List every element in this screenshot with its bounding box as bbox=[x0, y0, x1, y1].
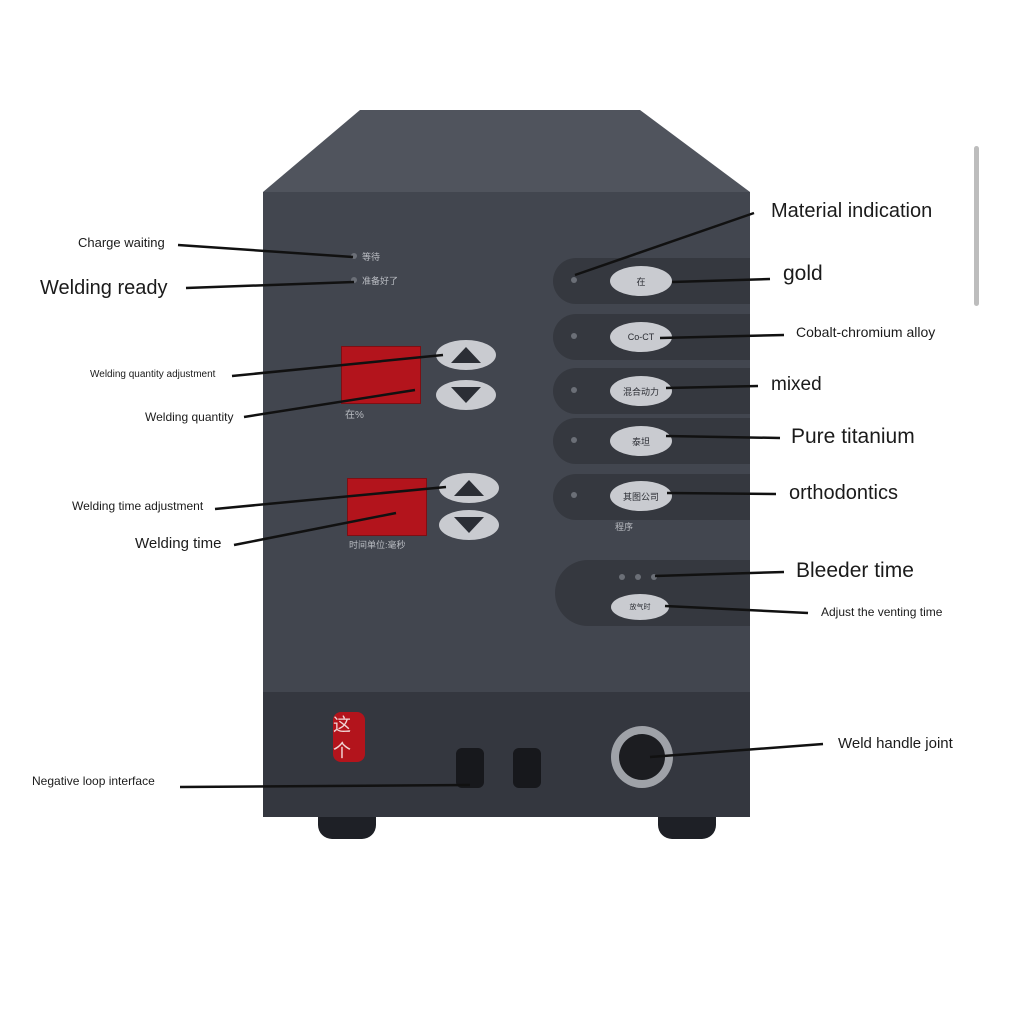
label-welding-ready: Welding ready bbox=[40, 277, 168, 299]
triangle-down-icon bbox=[451, 387, 481, 403]
label-cobalt-chromium: Cobalt-chromium alloy bbox=[796, 324, 936, 340]
bleeder-led-2 bbox=[635, 574, 641, 580]
label-orthodontics: orthodontics bbox=[789, 482, 898, 504]
scrollbar-thumb[interactable] bbox=[974, 146, 979, 306]
label-negative-loop-interface: Negative loop interface bbox=[32, 774, 155, 788]
charge-waiting-led bbox=[351, 253, 357, 259]
triangle-up-icon bbox=[451, 347, 481, 363]
label-welding-quantity-adjustment: Welding quantity adjustment bbox=[90, 369, 216, 380]
device-foot-right bbox=[658, 817, 716, 839]
triangle-up-icon bbox=[454, 480, 484, 496]
label-welding-quantity: Welding quantity bbox=[145, 410, 234, 424]
material-led-cocr bbox=[571, 333, 577, 339]
wait-text: 等待 bbox=[362, 252, 381, 262]
label-weld-handle-joint: Weld handle joint bbox=[838, 735, 953, 752]
label-welding-time: Welding time bbox=[135, 535, 222, 552]
front-panel: 等待 准备好了 在% 时间单位:毫秒 在 Co-CT 混合动力 泰坦 其图公司 … bbox=[263, 192, 750, 817]
label-adjust-venting: Adjust the venting time bbox=[821, 605, 943, 619]
welding-time-display bbox=[347, 478, 427, 536]
label-bleeder-time: Bleeder time bbox=[796, 559, 914, 582]
bleeder-led-1 bbox=[619, 574, 625, 580]
label-gold: gold bbox=[783, 262, 823, 285]
vent-time-button[interactable]: 放气时 bbox=[611, 594, 669, 620]
label-pure-titanium: Pure titanium bbox=[791, 425, 915, 448]
quantity-down-button[interactable] bbox=[436, 380, 496, 410]
material-button-gold[interactable]: 在 bbox=[610, 266, 672, 296]
label-welding-time-adjustment: Welding time adjustment bbox=[72, 499, 204, 513]
time-unit: 时间单位:毫秒 bbox=[349, 540, 406, 550]
time-down-button[interactable] bbox=[439, 510, 499, 540]
material-led-titanium bbox=[571, 437, 577, 443]
device-foot-left bbox=[318, 817, 376, 839]
material-led-orthodontics bbox=[571, 492, 577, 498]
material-button-mixed[interactable]: 混合动力 bbox=[610, 376, 672, 406]
quantity-unit: 在% bbox=[345, 410, 364, 421]
time-up-button[interactable] bbox=[439, 473, 499, 503]
material-led-mixed bbox=[571, 387, 577, 393]
negative-loop-jack-2[interactable] bbox=[513, 748, 541, 788]
welding-ready-led bbox=[351, 277, 357, 283]
ready-text: 准备好了 bbox=[362, 276, 399, 286]
program-text: 程序 bbox=[615, 522, 634, 532]
quantity-up-button[interactable] bbox=[436, 340, 496, 370]
material-button-orthodontics[interactable]: 其图公司 bbox=[610, 481, 672, 511]
label-material-indication: Material indication bbox=[771, 200, 933, 222]
material-led-gold bbox=[571, 277, 577, 283]
negative-loop-jack-1[interactable] bbox=[456, 748, 484, 788]
triangle-down-icon bbox=[454, 517, 484, 533]
label-mixed: mixed bbox=[771, 374, 822, 395]
label-charge-waiting: Charge waiting bbox=[78, 235, 165, 250]
material-button-titanium[interactable]: 泰坦 bbox=[610, 426, 672, 456]
bleeder-led-3 bbox=[651, 574, 657, 580]
red-badge: 这个 bbox=[333, 712, 365, 762]
